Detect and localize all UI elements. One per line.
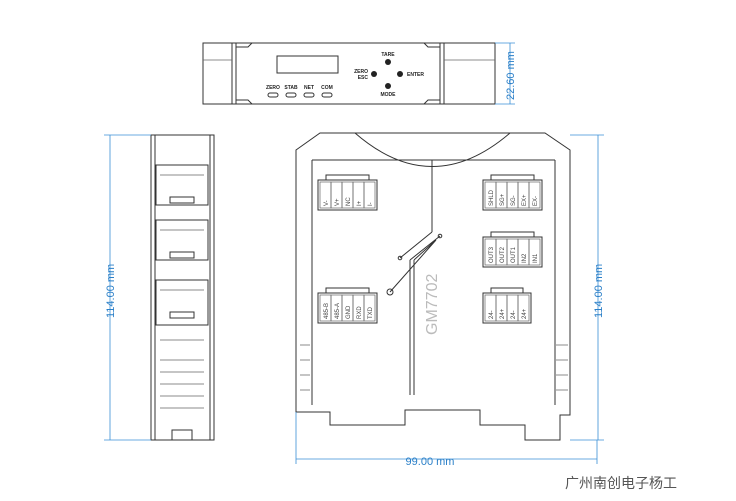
led-indicator (267, 92, 279, 98)
connector-rs485: 485-B 485-A GND RXD TXD (317, 287, 378, 324)
pin-label: OUT2 (500, 246, 506, 263)
tare-button[interactable] (385, 59, 391, 65)
pin-label: 24+ (500, 308, 506, 319)
side-length-dimension: 114.00 mm (104, 134, 151, 441)
connector-sensor: SHLD SG+ SG- EX+ EX- (482, 174, 543, 211)
pin-label: V+ (335, 198, 341, 206)
pin-label: 24+ (522, 308, 528, 319)
mode-label: MODE (381, 92, 397, 98)
pin-label: I- (368, 202, 374, 206)
pin-label: SG- (511, 195, 517, 206)
pin-label: 485-B (324, 303, 330, 319)
connector-supply: 24- 24+ 24- 24+ (482, 287, 532, 324)
model-label: GM7702 (424, 274, 441, 335)
led-label: ZERO (266, 85, 280, 91)
pin-label: TXD (368, 306, 374, 319)
pin-label: I+ (357, 200, 363, 206)
pin-label: SG+ (500, 193, 506, 206)
pin-label: GND (346, 305, 352, 319)
pin-label: EX+ (522, 194, 528, 206)
height-dimension: 22.60 mm (495, 42, 517, 105)
pin-label: OUT1 (511, 246, 517, 263)
side-length-label: 114.00 mm (105, 264, 117, 318)
enter-label: ENTER (407, 72, 424, 78)
enter-button[interactable] (397, 71, 403, 77)
led-label: COM (321, 85, 333, 91)
led-indicator (303, 92, 315, 98)
pin-label: 24- (511, 310, 517, 319)
pin-label: 485-A (335, 303, 341, 319)
watermark: 广州南创电子杨工 (565, 476, 677, 492)
led-indicator (285, 92, 297, 98)
pin-label: V- (324, 200, 330, 206)
esc-label: ESC (358, 75, 369, 81)
tare-label: TARE (381, 52, 395, 58)
width-dimension: 99.00 mm (295, 412, 598, 468)
zero-esc-button[interactable] (371, 71, 377, 77)
pin-label: SHLD (489, 189, 495, 206)
zero-label: ZERO (354, 69, 368, 75)
led-label: STAB (284, 85, 298, 91)
pin-label: NC (346, 197, 352, 206)
pin-label: EX- (533, 196, 539, 206)
pin-label: OUT3 (489, 246, 495, 263)
front-length-dimension: 114.00 mm (570, 134, 605, 441)
connector-io: OUT3 OUT2 OUT1 IN2 IN1 (482, 231, 543, 268)
height-label: 22.60 mm (505, 51, 517, 100)
pin-label: IN2 (522, 253, 528, 263)
mode-button[interactable] (385, 83, 391, 89)
lcd-display (276, 55, 339, 74)
led-label: NET (304, 85, 314, 91)
pin-label: IN1 (533, 253, 539, 263)
top-view: ZERO STAB NET COM TARE ZERO ESC ENTER MODE (202, 42, 496, 105)
side-view (150, 134, 215, 441)
led-indicator (321, 92, 333, 98)
front-length-label: 114.00 mm (593, 264, 605, 318)
pin-label: 24- (489, 310, 495, 319)
pin-label: RXD (357, 306, 363, 319)
width-label: 99.00 mm (406, 456, 455, 468)
connector-power: V- V+ NC I+ I- (317, 174, 378, 211)
